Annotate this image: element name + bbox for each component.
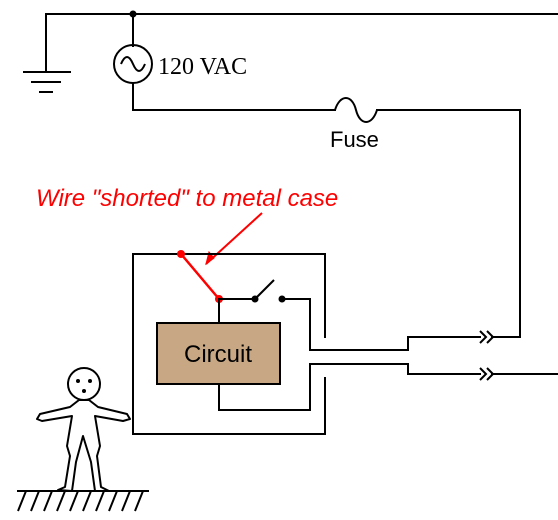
circuit-label: Circuit bbox=[184, 341, 252, 368]
circuit-return-wire bbox=[218, 363, 481, 411]
source-voltage-label: 120 VAC bbox=[158, 54, 247, 80]
circuit-block bbox=[156, 322, 281, 385]
earth-ground-icon bbox=[17, 490, 149, 512]
ac-source-icon bbox=[113, 44, 153, 84]
fuse-icon bbox=[334, 97, 378, 123]
switch-right-wire bbox=[281, 298, 481, 351]
hot-wire bbox=[376, 109, 521, 338]
switch-icon bbox=[254, 279, 275, 300]
plug-connector-icon bbox=[479, 330, 495, 381]
ground-icon bbox=[23, 13, 71, 93]
case-fault-dot bbox=[177, 250, 185, 258]
shorted-wire bbox=[180, 253, 220, 300]
fault-annotation-arrow bbox=[205, 212, 263, 265]
fault-annotation-label: Wire "shorted" to metal case bbox=[36, 185, 338, 212]
source-lower-wire bbox=[132, 82, 336, 111]
fuse-label: Fuse bbox=[330, 127, 379, 152]
person-icon bbox=[36, 367, 131, 492]
metal-case bbox=[132, 253, 326, 435]
